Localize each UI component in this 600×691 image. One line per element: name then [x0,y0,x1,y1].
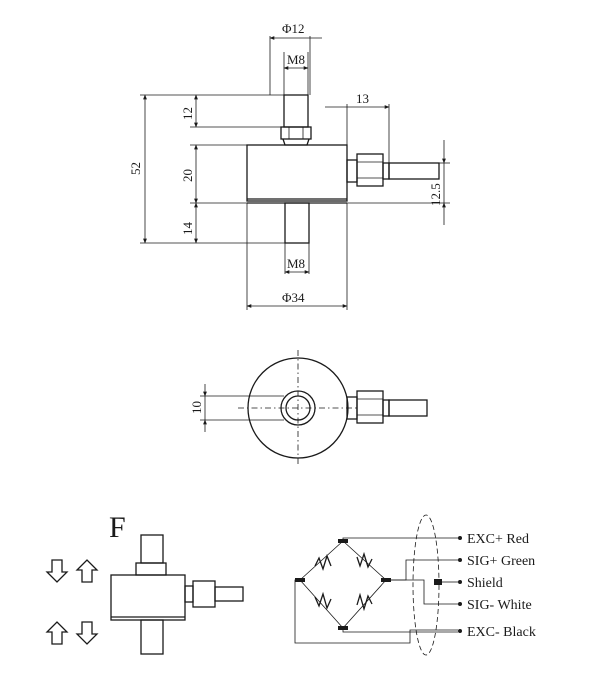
shield-marker [434,579,442,585]
mini-body [110,574,186,621]
body-cylinder [246,144,348,202]
wiring-diagram: EXC+ Red SIG+ Green Shield SIG- White EX… [294,514,536,656]
wire-shield: Shield [467,576,503,591]
dim-phi12: Φ12 [282,21,305,36]
top-stud [283,94,309,128]
stud-circle [285,395,311,421]
cable [388,162,440,180]
wire-sig-minus: SIG- White [467,598,532,613]
arrow-down-icon [45,559,69,583]
force-diagram: F [45,511,244,655]
cable-gland [346,153,440,187]
top-nut [280,126,312,140]
dim-12: 12 [180,107,195,120]
resistor-4 [356,592,373,612]
force-label: F [109,511,126,544]
bottom-stud [284,202,310,244]
dim-52: 52 [128,162,143,175]
arrow-up-icon [75,559,99,583]
wire-exc-minus: EXC- Black [467,625,536,640]
dim-14: 14 [180,222,195,236]
dim-10: 10 [189,401,204,414]
wire-exc-plus: EXC+ Red [467,532,529,547]
mini-bottom-stud [140,619,164,655]
wire-sig-plus: SIG+ Green [467,554,535,569]
body-outline-circle [247,357,349,459]
top-view: 10 [189,350,428,466]
dim-m8-top: M8 [287,52,305,67]
cable-ellipse [412,514,440,656]
dim-m8-bottom: M8 [287,256,305,271]
front-view: Φ12 M8 13 52 12 20 14 12.5 [128,21,450,310]
dim-20: 20 [180,169,195,182]
arrow-down-icon-2 [75,621,99,645]
resistor-1 [314,554,332,572]
dim-13: 13 [356,91,369,106]
nut-circle [280,390,316,426]
resistor-3 [314,591,332,610]
dim-12-5: 12.5 [428,183,443,206]
dim-phi34: Φ34 [282,290,305,305]
arrow-up-icon-2 [45,621,69,645]
mini-top-stud [140,534,164,564]
resistor-2 [356,551,373,569]
